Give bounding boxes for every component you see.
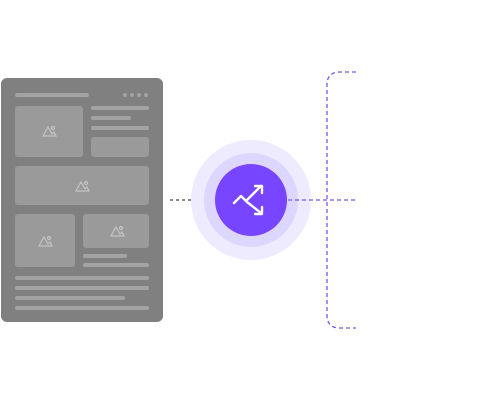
wireframe-text-line (15, 296, 125, 300)
wireframe-text-line (83, 254, 127, 258)
dashed-bracket (326, 71, 356, 329)
wireframe-text-line (15, 276, 149, 280)
wireframe-image-block (83, 214, 149, 248)
wireframe-text-line (91, 116, 131, 120)
image-placeholder-icon (41, 125, 57, 137)
wireframe-text-line (91, 126, 149, 130)
wireframe-header-dot (137, 93, 141, 97)
wireframe-button-block (91, 137, 149, 157)
wireframe-text-line (91, 106, 149, 110)
image-placeholder-icon (109, 225, 125, 237)
wireframe-image-block (15, 106, 83, 157)
wireframe-text-line (83, 263, 149, 267)
wireframe-text-line (15, 286, 149, 290)
split-trend-arrows-icon (232, 184, 264, 216)
wireframe-text-line (15, 306, 149, 310)
central-hub (191, 140, 311, 260)
wireframe-image-block (15, 166, 149, 205)
hub-core (215, 164, 287, 236)
wireframe-header-bar (15, 93, 89, 97)
wireframe-header-dot (123, 93, 127, 97)
wireframe-header-dot (130, 93, 134, 97)
wireframe-page (1, 78, 163, 322)
image-placeholder-icon (37, 235, 53, 247)
image-placeholder-icon (74, 180, 90, 192)
wireframe-header-dot (144, 93, 148, 97)
wireframe-image-block (15, 214, 75, 267)
